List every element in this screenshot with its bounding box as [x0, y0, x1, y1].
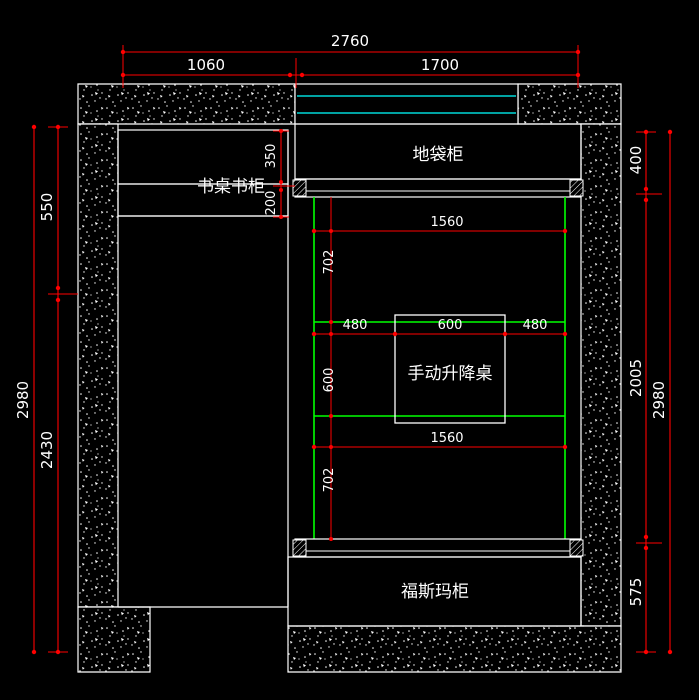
dim-tick-2760-right: [575, 49, 581, 55]
dim-text-desk-height: 600: [322, 368, 337, 393]
fusma-cabinet-box: [287, 556, 582, 627]
dim-tick-600-bottom: [329, 414, 333, 418]
dim-text-top-left-segment: 1060: [187, 56, 225, 74]
dim-tick-702-upper-bottom: [329, 320, 333, 324]
floor-cabinet-assembly: 地袋柜: [292, 123, 584, 198]
dim-text-shelf-width-top: 1560: [430, 215, 463, 230]
desk-bookcase-assembly: 书桌书柜: [117, 129, 289, 608]
dim-text-shelf-width-bottom: 1560: [430, 431, 463, 446]
fusma-cabinet-assembly: 福斯玛柜: [287, 556, 582, 627]
lift-desk-box: [394, 314, 506, 424]
dim-tick-2760-left: [120, 49, 126, 55]
dim-text-desk-center-width: 600: [438, 318, 463, 333]
wall-bottom-slab: [287, 625, 622, 673]
dim-tick-2005-top: [643, 197, 649, 203]
dimension-group-bookcase: 350 200: [264, 129, 295, 219]
wall-top-left: [77, 83, 296, 125]
window-opening-frame: [294, 83, 519, 125]
dim-tick-1560-upper-left: [311, 228, 317, 234]
column-marker-top-left: [292, 179, 307, 197]
dim-text-shelf-height-bottom: 702: [322, 468, 337, 493]
dim-text-top-right-segment: 1700: [421, 56, 459, 74]
dim-tick-2430-top: [55, 297, 61, 303]
dim-text-shelf-height-top: 702: [322, 250, 337, 275]
dim-text-desk-left-width: 480: [343, 318, 368, 333]
dim-tick-702-upper-top: [329, 229, 333, 233]
column-marker-bottom-left: [292, 539, 307, 557]
dimension-group-right: 400 2005 575 2980: [627, 129, 673, 655]
dim-text-right-top-segment: 400: [627, 146, 645, 175]
dim-tick-480-left-a: [311, 331, 317, 337]
floor-cabinet-label: 地袋柜: [413, 145, 464, 165]
dim-text-left-inner: 2430: [38, 431, 56, 469]
dimension-group-left: 550 2430 2980: [14, 124, 78, 655]
dimension-group-top: 2760 1060 1700: [120, 32, 581, 88]
dim-tick-2005-bottom: [643, 534, 649, 540]
dim-tick-left-2980-top: [31, 124, 37, 130]
wall-top-right: [517, 83, 622, 125]
lift-desk-label: 手动升降桌: [408, 364, 493, 384]
dim-tick-400-bottom: [643, 186, 649, 192]
wall-left-footing: [77, 606, 151, 673]
dim-tick-200-bottom: [279, 215, 283, 219]
dim-tick-1700-left: [299, 72, 305, 78]
dim-tick-702-lower-bottom: [329, 537, 333, 541]
dim-tick-1560-lower-left: [311, 444, 317, 450]
dim-text-right-bottom-segment: 575: [627, 578, 645, 607]
dim-tick-right-2980-bottom: [667, 649, 673, 655]
wall-left: [77, 123, 119, 608]
dim-tick-1560-upper-right: [562, 228, 568, 234]
dim-tick-702-lower-top: [329, 445, 333, 449]
dim-text-left-top-segment: 550: [38, 193, 56, 222]
dim-text-right-middle-segment: 2005: [627, 359, 645, 397]
dim-tick-200-top: [279, 188, 283, 192]
dim-text-top-overall: 2760: [331, 32, 369, 50]
dim-text-desk-upper-gap: 350: [264, 144, 279, 169]
dimension-group-centre: 1560 702 480 600 480 600 1560 702: [311, 197, 568, 541]
dim-tick-480-left-b: [392, 331, 398, 337]
dim-text-desk-lower-gap: 200: [264, 191, 279, 216]
fusma-cabinet-label: 福斯玛柜: [401, 582, 469, 602]
wall-right: [580, 123, 622, 627]
dim-tick-600-top: [329, 332, 333, 336]
desk-bookcase-label: 书桌书柜: [197, 177, 265, 197]
dim-tick-1060-right: [287, 72, 293, 78]
dim-tick-575-top: [643, 545, 649, 551]
dim-tick-350-top: [279, 129, 283, 133]
dim-text-left-overall: 2980: [14, 381, 32, 419]
dim-tick-600-right: [502, 331, 508, 337]
dim-tick-350-bottom: [279, 180, 283, 184]
dim-tick-550-bottom: [55, 285, 61, 291]
dim-text-right-overall: 2980: [650, 381, 668, 419]
column-marker-top-right: [569, 179, 584, 197]
column-marker-bottom-right: [569, 539, 584, 557]
dim-tick-right-2980-top: [667, 129, 673, 135]
dim-tick-left-2980-bottom: [31, 649, 37, 655]
dim-tick-1560-lower-right: [562, 444, 568, 450]
dim-tick-1700-right: [575, 72, 581, 78]
dim-tick-480-right-b: [562, 331, 568, 337]
dim-tick-1060-left: [120, 72, 126, 78]
dim-text-desk-right-width: 480: [523, 318, 548, 333]
